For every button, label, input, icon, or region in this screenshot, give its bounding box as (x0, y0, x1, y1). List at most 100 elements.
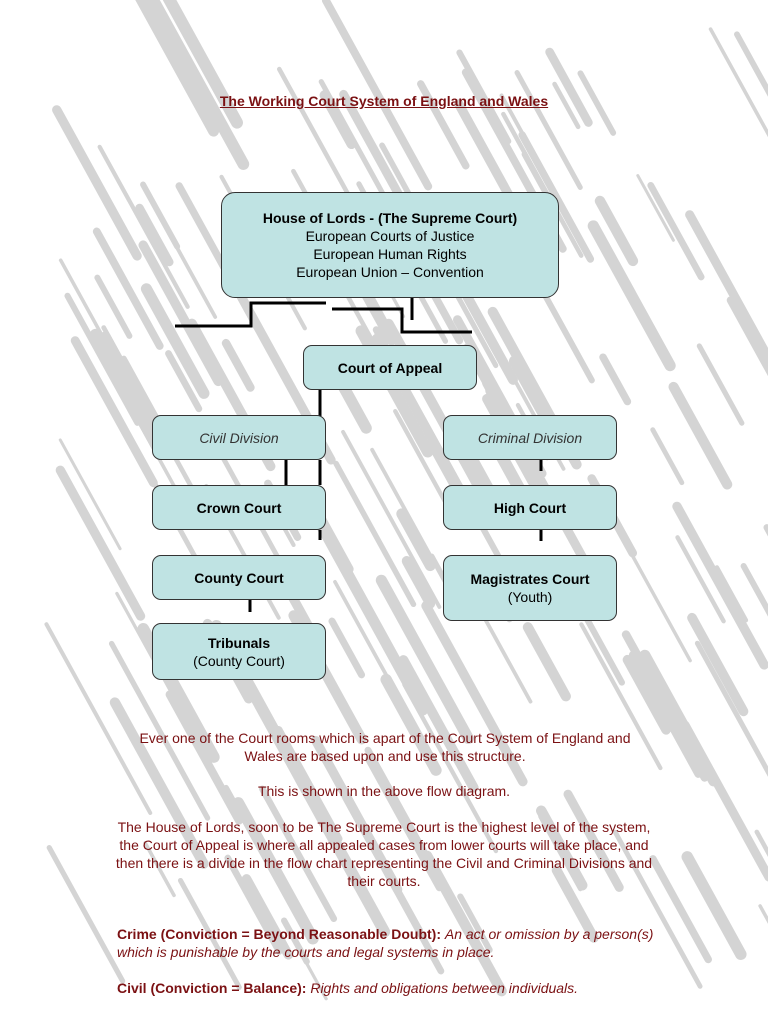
background-stripe (138, 240, 223, 387)
body-paragraph-2: This is shown in the above flow diagram. (257, 783, 511, 799)
background-stripe (274, 726, 343, 843)
tribunals-title: Tribunals (207, 634, 271, 651)
background-stripe (140, 181, 181, 250)
background-stripe (364, 746, 431, 862)
house-of-lords-line1: European Courts of Justice (305, 228, 475, 244)
background-stripe (456, 49, 512, 145)
crown-court-label: Crown Court (196, 499, 282, 516)
background-stripe (162, 0, 243, 129)
background-stripe (316, 513, 354, 574)
background-stripe (341, 429, 442, 609)
criminal-division-box: Criminal Division (443, 415, 617, 460)
house-of-lords-line3: European Union – Convention (296, 264, 484, 280)
background-stripe (514, 70, 583, 190)
background-stripe (333, 460, 417, 608)
background-stripe (536, 805, 588, 891)
tribunals-box: Tribunals (County Court) (152, 623, 326, 680)
court-of-appeal-box: Court of Appeal (303, 345, 477, 390)
house-of-lords-box: House of Lords - (The Supreme Court) Eur… (221, 192, 559, 298)
background-stripe (375, 574, 474, 745)
background-stripe (89, 328, 163, 451)
background-stripe (421, 850, 507, 997)
background-stripe (538, 814, 583, 892)
background-stripe (281, 917, 310, 965)
crime-term: Crime (Conviction = Beyond Reasonable Do… (117, 926, 441, 942)
background-stripe (642, 669, 682, 735)
background-stripe (672, 501, 768, 670)
background-stripe (135, 203, 174, 267)
body-paragraph-3: The House of Lords, soon to be The Supre… (115, 819, 653, 889)
background-stripe (58, 258, 136, 395)
background-stripe (612, 829, 703, 989)
background-stripe (726, 296, 768, 377)
connector-left-step (175, 301, 326, 328)
civil-term: Civil (Conviction = Balance): (117, 980, 307, 996)
background-stripe (396, 508, 436, 572)
background-stripe (165, 690, 244, 825)
background-stripe (55, 465, 146, 621)
background-stripe (754, 829, 768, 857)
crime-definition: Crime (Conviction = Beyond Reasonable Do… (117, 925, 677, 961)
background-stripe (708, 27, 768, 138)
civil-text: Rights and obligations between individua… (310, 980, 579, 996)
background-stripe (587, 220, 676, 372)
background-stripe (675, 535, 726, 624)
magistrates-court-title: Magistrates Court (470, 571, 590, 587)
background-stripe (621, 537, 692, 663)
background-stripe (259, 785, 338, 923)
background-stripe (109, 697, 209, 869)
background-stripe (370, 447, 452, 594)
background-stripe (622, 654, 671, 735)
background-stripe (398, 655, 479, 793)
background-stripe (294, 772, 391, 938)
civil-division-box: Civil Division (152, 415, 326, 460)
background-stripe (143, 841, 176, 898)
background-stripe (694, 640, 768, 777)
background-stripe (380, 673, 442, 776)
background-stripe (421, 600, 528, 787)
background-stripe (165, 350, 203, 413)
background-stripe (457, 893, 493, 954)
background-stripe (46, 845, 126, 984)
background-stripe (401, 556, 436, 609)
civil-division-label: Civil Division (199, 429, 279, 446)
criminal-division-label: Criminal Division (477, 429, 583, 446)
county-court-label: County Court (194, 569, 284, 586)
background-stripe (97, 144, 190, 309)
background-stripe (44, 622, 153, 815)
crime-text: An act or omission by a person(s) which … (117, 926, 654, 960)
house-of-lords-line2: European Human Rights (313, 246, 467, 262)
background-stripe (140, 283, 210, 399)
background-stripe (696, 343, 745, 426)
background-stripe (333, 579, 423, 739)
background-stripe (232, 797, 319, 945)
background-stripe (681, 851, 747, 960)
background-stripe (175, 182, 228, 272)
background-stripe (221, 338, 255, 392)
background-stripe (734, 31, 768, 97)
background-stripe (177, 877, 242, 990)
magistrates-court-sub: (Youth) (507, 589, 553, 605)
civil-definition: Civil (Conviction = Balance): Rights and… (117, 979, 677, 997)
background-stripe (563, 789, 624, 892)
background-stripe (650, 427, 685, 486)
page-title: The Working Court System of England and … (219, 93, 549, 109)
crown-court-box: Crown Court (152, 485, 326, 530)
background-stripe (551, 865, 599, 943)
background-stripe (224, 854, 283, 955)
background-stripe (649, 855, 712, 964)
background-stripe (687, 612, 749, 717)
background-stripe (636, 174, 675, 242)
background-stripe (207, 99, 240, 155)
background-stripe (522, 622, 571, 702)
background-stripe (714, 565, 749, 623)
background-stripe (301, 955, 328, 1001)
high-court-label: High Court (493, 499, 567, 516)
background-stripe (599, 353, 632, 406)
background-stripe (594, 195, 639, 267)
background-stripe (319, 90, 357, 150)
background-stripe (758, 904, 768, 924)
background-stripe (92, 227, 164, 350)
background-stripe (94, 274, 133, 339)
